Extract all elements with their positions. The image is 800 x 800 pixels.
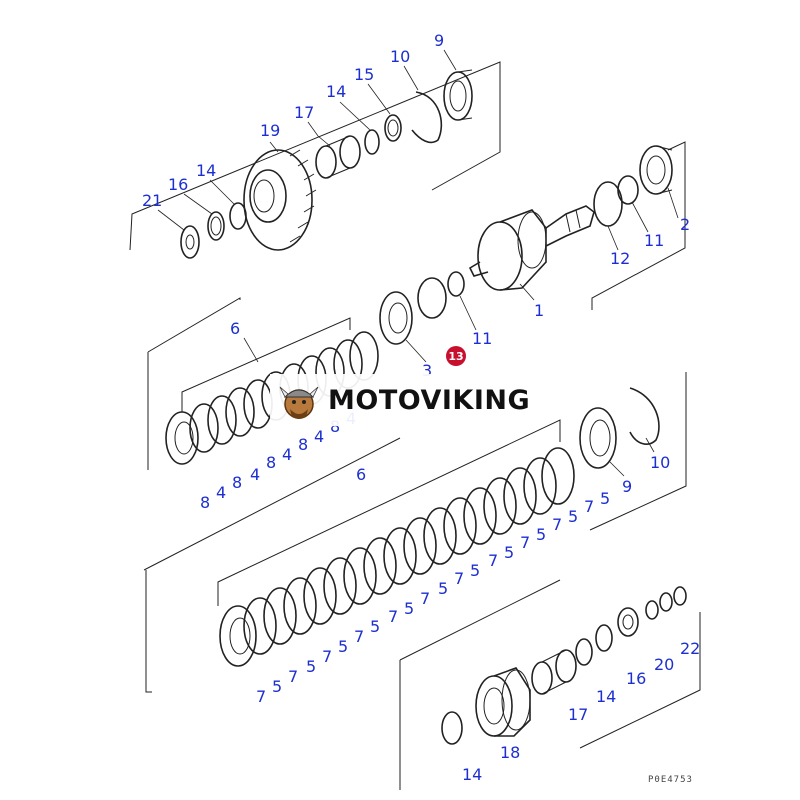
callout-14: 14 [326, 82, 346, 101]
drawing-reference: P0E4753 [648, 775, 693, 785]
callout-22: 22 [680, 639, 700, 658]
callout-5: 5 [306, 657, 316, 676]
callout-9: 9 [622, 477, 632, 496]
callout-5: 5 [470, 561, 480, 580]
callout-8: 8 [266, 453, 276, 472]
callout-8: 8 [330, 417, 340, 436]
callout-11: 11 [644, 231, 664, 250]
callout-4: 4 [314, 427, 324, 446]
callout-8: 8 [232, 473, 242, 492]
callout-3: 3 [422, 361, 432, 380]
callout-7: 7 [520, 533, 530, 552]
callout-16: 16 [626, 669, 646, 688]
callout-9: 9 [434, 31, 444, 50]
callout-4: 4 [216, 483, 226, 502]
callout-7: 7 [256, 687, 266, 706]
callout-11: 11 [472, 329, 492, 348]
callout-7: 7 [552, 515, 562, 534]
callout-7: 7 [354, 627, 364, 646]
bottom-subassembly [441, 586, 687, 745]
callout-5: 5 [438, 579, 448, 598]
shaft-assembly [379, 145, 673, 345]
group-frames [129, 61, 701, 790]
callout-16: 16 [168, 175, 188, 194]
callout-6: 6 [356, 465, 366, 484]
callout-7: 7 [288, 667, 298, 686]
callout-18: 18 [500, 743, 520, 762]
callout-2: 2 [680, 215, 690, 234]
callout-marker-13: 13 [446, 346, 466, 366]
callout-17: 17 [294, 103, 314, 122]
callout-14: 14 [462, 765, 482, 784]
callout-12: 12 [610, 249, 630, 268]
leader-lines [157, 49, 679, 477]
callout-10: 10 [650, 453, 670, 472]
callout-21: 21 [142, 191, 162, 210]
callout-7: 7 [488, 551, 498, 570]
callout-6: 6 [230, 319, 240, 338]
watermark-text: MOTOVIKING [328, 384, 531, 416]
callout-5: 5 [536, 525, 546, 544]
callout-5: 5 [404, 599, 414, 618]
callout-5: 5 [370, 617, 380, 636]
viking-mascot-icon [279, 386, 319, 419]
callout-7: 7 [322, 647, 332, 666]
callout-8: 8 [298, 435, 308, 454]
callout-5: 5 [272, 677, 282, 696]
callout-1: 1 [534, 301, 544, 320]
lower-disc-stack [217, 419, 575, 667]
callout-5: 5 [568, 507, 578, 526]
callout-7: 7 [420, 589, 430, 608]
callout-7: 7 [454, 569, 464, 588]
callout-17: 17 [568, 705, 588, 724]
callout-15: 15 [354, 65, 374, 84]
callout-19: 19 [260, 121, 280, 140]
callout-5: 5 [504, 543, 514, 562]
middle-row-right-parts [579, 387, 660, 469]
callout-4: 4 [282, 445, 292, 464]
callout-10: 10 [390, 47, 410, 66]
callout-20: 20 [654, 655, 674, 674]
callout-7: 7 [584, 497, 594, 516]
callout-8: 8 [200, 493, 210, 512]
watermark: MOTOVIKING [270, 374, 538, 426]
callout-5: 5 [338, 637, 348, 656]
callout-4: 4 [250, 465, 260, 484]
callout-5: 5 [600, 489, 610, 508]
callout-14: 14 [196, 161, 216, 180]
callout-labels: 9 10 15 14 17 19 14 16 21 2 11 12 1 11 6… [142, 31, 700, 784]
top-subassembly [180, 69, 473, 259]
callout-14: 14 [596, 687, 616, 706]
callout-7: 7 [388, 607, 398, 626]
